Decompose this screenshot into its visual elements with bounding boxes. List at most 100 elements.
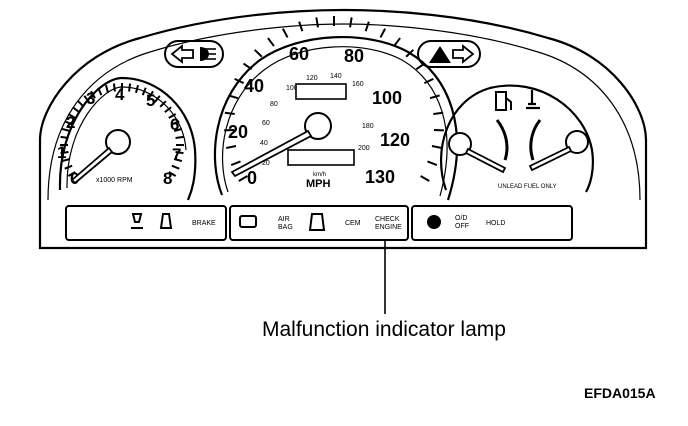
tach-tick xyxy=(60,151,69,155)
speedo-tick xyxy=(238,175,248,182)
fuel-scale xyxy=(495,119,509,161)
callout-label: Malfunction indicator lamp xyxy=(262,318,506,341)
tach-tick xyxy=(148,90,154,99)
od-off-line-1: O/D xyxy=(455,215,467,222)
speedo-tick xyxy=(253,49,263,58)
tach-needle xyxy=(70,146,114,185)
brake-warning-icon xyxy=(427,215,441,229)
temperature-icon xyxy=(526,90,540,110)
tach-tick xyxy=(173,127,183,132)
airbag-line-2: BAG xyxy=(278,224,293,231)
right-arrow-icon xyxy=(452,44,475,64)
speedo-tick xyxy=(349,17,353,28)
tach-tick xyxy=(168,171,177,177)
temp-needle xyxy=(528,145,573,172)
tach-tick xyxy=(90,90,96,99)
check-engine-line-2: ENGINE xyxy=(375,224,402,231)
kmh-label-160: 160 xyxy=(352,81,364,88)
speed-label-80: 80 xyxy=(344,46,364,66)
speedo-tick xyxy=(431,145,442,149)
cem-lamp-label: CEM xyxy=(345,220,361,227)
kmh-label-140: 140 xyxy=(330,73,342,80)
speedo-needle xyxy=(230,129,313,178)
tach-label-3: 3 xyxy=(86,89,95,108)
speedo-tick xyxy=(420,175,430,182)
brake-lamp-label: BRAKE xyxy=(192,220,216,227)
tach-tick xyxy=(104,84,109,94)
od-off-line-2: OFF xyxy=(455,223,469,230)
fuel-gauge-label: UNLEAD FUEL ONLY xyxy=(498,184,557,190)
speedo-tick xyxy=(379,28,387,38)
seatbelt-icon xyxy=(131,213,143,229)
speedo-tick xyxy=(429,94,440,100)
tach-tick xyxy=(64,120,73,126)
tach-hub xyxy=(105,129,131,155)
speed-label-0: 0 xyxy=(247,168,257,188)
left-arrow-icon xyxy=(170,44,194,64)
tach-tick xyxy=(128,83,132,92)
tach-tick xyxy=(77,100,85,108)
tach-tick xyxy=(171,120,180,126)
tach-tick xyxy=(175,135,184,139)
tach-label-5: 5 xyxy=(146,91,155,110)
fuel-needle xyxy=(464,147,507,174)
speedo-tick xyxy=(281,28,289,38)
tach-tick xyxy=(83,95,90,103)
tach-tick xyxy=(112,83,116,92)
speedo-tick xyxy=(267,37,275,47)
speedo-tick xyxy=(364,21,370,32)
kmh-label-100: 100 xyxy=(286,85,298,92)
hazard-icon xyxy=(429,46,451,63)
passenger-icon xyxy=(159,213,173,229)
tachometer-bezel xyxy=(58,76,197,201)
tach-label-7: 7 xyxy=(172,145,181,164)
tachometer: 0 1 2 3 4 5 6 7 8 x1000 RPM xyxy=(57,76,197,201)
airbag-line-1: AIR xyxy=(278,216,290,223)
speed-label-20: 20 xyxy=(228,122,248,142)
figure-code: EFDA015A xyxy=(584,385,656,401)
speedo-tick xyxy=(393,37,401,47)
battery-icon xyxy=(239,215,257,228)
tach-tick xyxy=(61,127,71,132)
trip-odometer-window xyxy=(295,83,347,100)
cluster-inner-rim xyxy=(47,23,641,201)
tach-label-8: 8 xyxy=(163,169,172,188)
oil-door-icon xyxy=(308,213,326,231)
tach-tick xyxy=(168,113,177,119)
tach-tick xyxy=(175,151,184,155)
tach-tick xyxy=(61,158,71,163)
tach-tick xyxy=(171,164,180,170)
tach-tick xyxy=(67,171,76,177)
lamp-panel-right xyxy=(411,205,573,241)
tach-label-2: 2 xyxy=(66,113,75,132)
tach-tick xyxy=(67,113,76,119)
tach-tick xyxy=(97,87,103,96)
kmh-label-60: 60 xyxy=(262,120,270,127)
tach-label-6: 6 xyxy=(170,115,179,134)
tach-tick xyxy=(173,158,183,163)
speedo-tick xyxy=(228,94,239,100)
speedo-tick xyxy=(242,62,253,71)
speed-label-40: 40 xyxy=(244,76,264,96)
tach-tick xyxy=(154,95,161,103)
tach-tick xyxy=(164,106,172,113)
tach-tick xyxy=(72,106,80,113)
speedo-tick xyxy=(224,111,235,115)
tach-tick xyxy=(60,135,69,139)
tach-label-4: 4 xyxy=(115,85,125,104)
tach-label-1: 1 xyxy=(57,143,66,162)
speed-unit-kmh: km/h xyxy=(313,172,326,178)
speedometer-bezel xyxy=(213,35,459,201)
kmh-label-20: 20 xyxy=(262,160,270,167)
speedo-tick xyxy=(433,111,444,115)
tach-tick xyxy=(135,84,140,94)
speed-label-120: 120 xyxy=(380,130,410,150)
odometer-window xyxy=(287,149,355,166)
speedo-tick xyxy=(423,77,434,85)
kmh-label-80: 80 xyxy=(270,101,278,108)
speedo-tick xyxy=(230,160,241,166)
tach-unit: x1000 RPM xyxy=(96,177,133,184)
speedo-tick xyxy=(234,77,245,85)
